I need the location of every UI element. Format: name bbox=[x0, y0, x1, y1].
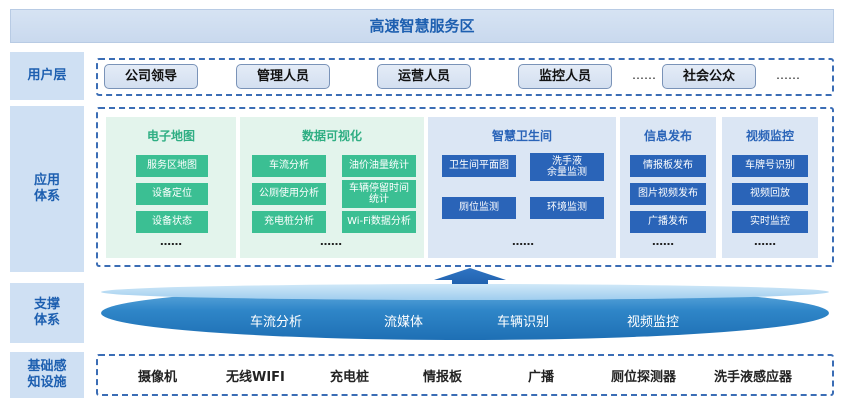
tag-video-playback: 视频回放 bbox=[732, 183, 808, 205]
support-streaming-media: 流媒体 bbox=[384, 315, 424, 330]
tag-vehicle-stay-line1: 车辆停留时间 bbox=[349, 183, 409, 194]
user-end-ellipsis: …… bbox=[776, 68, 800, 82]
support-video-monitoring: 视频监控 bbox=[627, 315, 680, 330]
tag-sanitizer-line1: 洗手液 bbox=[552, 156, 582, 167]
tag-device-location: 设备定位 bbox=[136, 183, 208, 205]
viz-ellipsis: …… bbox=[320, 235, 342, 248]
row-label-support: 支撑 体系 bbox=[10, 283, 84, 343]
support-traffic-analysis: 车流分析 bbox=[250, 315, 303, 330]
tag-vehicle-stay-line2: 统计 bbox=[369, 194, 389, 205]
tag-service-area-map: 服务区地图 bbox=[136, 155, 208, 177]
panel-title-map: 电子地图 bbox=[146, 129, 195, 143]
tag-toilet-floor-plan: 卫生间平面图 bbox=[442, 155, 516, 177]
panel-electronic-map: 电子地图 服务区地图 设备定位 设备状态 …… bbox=[106, 117, 236, 258]
panel-data-visualization: 数据可视化 车流分析 公厕使用分析 充电桩分析 油价油量统计 车辆停留时间 统计… bbox=[240, 117, 424, 258]
infra-layer-box bbox=[96, 354, 834, 396]
tag-vehicle-stay-time-stats: 车辆停留时间 统计 bbox=[342, 180, 416, 208]
page-title: 高速智慧服务区 bbox=[10, 9, 834, 43]
infra-stall-detector: 厕位探测器 bbox=[611, 370, 677, 385]
infra-wireless-wifi: 无线WIFI bbox=[226, 370, 285, 385]
tag-charging-pile-analysis: 充电桩分析 bbox=[252, 211, 326, 233]
tag-license-plate-recognition: 车牌号识别 bbox=[732, 155, 808, 177]
user-chip-operator: 运营人员 bbox=[377, 64, 471, 89]
info-ellipsis: …… bbox=[652, 235, 674, 248]
infra-sanitizer-sensor: 洗手液感应器 bbox=[714, 370, 793, 385]
tag-traffic-flow-analysis: 车流分析 bbox=[252, 155, 326, 177]
infra-camera: 摄像机 bbox=[138, 370, 178, 385]
panel-smart-toilet: 智慧卫生间 卫生间平面图 洗手液 余量监测 厕位监测 环境监测 …… bbox=[428, 117, 616, 258]
tag-sanitizer-line2: 余量监测 bbox=[547, 167, 587, 178]
tag-info-board-release: 情报板发布 bbox=[630, 155, 706, 177]
support-layer-disc-top bbox=[101, 284, 829, 300]
panel-title-toilet: 智慧卫生间 bbox=[491, 129, 552, 143]
panel-video-monitoring: 视频监控 车牌号识别 视频回放 实时监控 …… bbox=[722, 117, 818, 258]
app-layer-box bbox=[96, 107, 834, 267]
row-label-app: 应用 体系 bbox=[10, 106, 84, 272]
user-mid-ellipsis: …… bbox=[632, 68, 656, 82]
user-chip-manager: 管理人员 bbox=[236, 64, 330, 89]
user-layer-box bbox=[96, 58, 834, 96]
map-ellipsis: …… bbox=[160, 235, 182, 248]
panel-title-info: 信息发布 bbox=[643, 129, 692, 143]
panel-title-viz: 数据可视化 bbox=[301, 129, 362, 143]
row-label-infra: 基础感 知设施 bbox=[10, 352, 84, 398]
tag-environment-monitoring: 环境监测 bbox=[530, 197, 604, 219]
tag-image-video-release: 图片视频发布 bbox=[630, 183, 706, 205]
panel-info-release: 信息发布 情报板发布 图片视频发布 广播发布 …… bbox=[620, 117, 716, 258]
tag-hand-sanitizer-monitoring: 洗手液 余量监测 bbox=[530, 153, 604, 181]
infra-broadcast: 广播 bbox=[528, 370, 555, 385]
user-chip-public: 社会公众 bbox=[662, 64, 756, 89]
tag-oil-price-stats: 油价油量统计 bbox=[342, 155, 416, 177]
user-chip-company-leader: 公司领导 bbox=[104, 64, 198, 89]
infra-charging-pile: 充电桩 bbox=[330, 370, 370, 385]
tag-toilet-usage-analysis: 公厕使用分析 bbox=[252, 183, 326, 205]
row-label-user: 用户层 bbox=[10, 52, 84, 100]
tag-live-monitoring: 实时监控 bbox=[732, 211, 808, 233]
user-chip-monitor: 监控人员 bbox=[518, 64, 612, 89]
video-ellipsis: …… bbox=[754, 235, 776, 248]
tag-broadcast-release: 广播发布 bbox=[630, 211, 706, 233]
toilet-ellipsis: …… bbox=[512, 235, 534, 248]
tag-wifi-data-analysis: Wi-Fi数据分析 bbox=[342, 211, 416, 233]
support-vehicle-recognition: 车辆识别 bbox=[497, 315, 550, 330]
infra-info-board: 情报板 bbox=[423, 370, 463, 385]
panel-title-video: 视频监控 bbox=[745, 129, 794, 143]
tag-device-status: 设备状态 bbox=[136, 211, 208, 233]
tag-stall-monitoring: 厕位监测 bbox=[442, 197, 516, 219]
